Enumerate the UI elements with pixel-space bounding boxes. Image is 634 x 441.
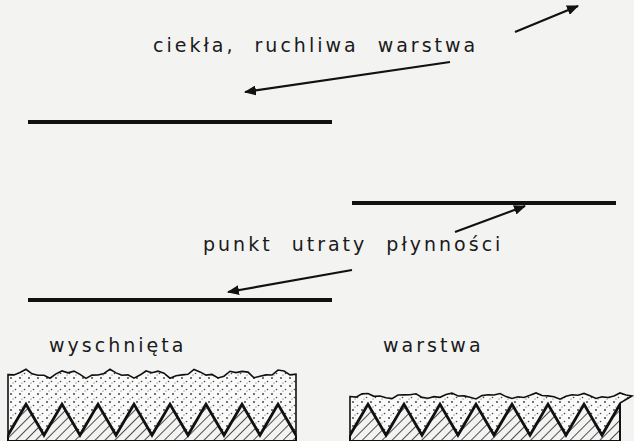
level-line	[28, 122, 616, 300]
caption-label: wyschnięta	[46, 334, 189, 357]
substrate	[350, 405, 620, 441]
substrate	[8, 405, 296, 441]
caption-label: warstwa	[380, 334, 487, 357]
caption-label: ciekła, ruchliwa warstwa	[150, 34, 481, 57]
caption-label: punkt utraty płynności	[200, 233, 506, 256]
